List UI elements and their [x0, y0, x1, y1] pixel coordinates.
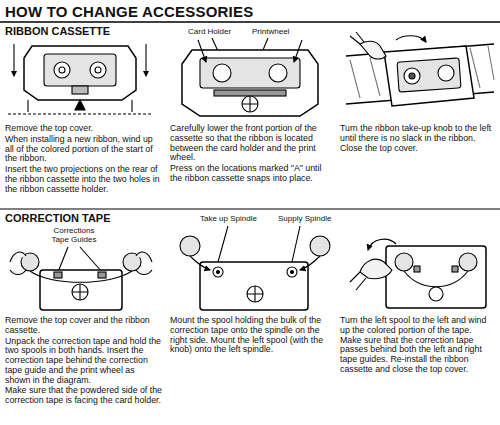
- line-art: [13, 44, 14, 76]
- instruction-text: Turn the left spool to the left and wind…: [340, 316, 495, 375]
- line-art: [438, 65, 454, 81]
- instruction-text: Remove the top cover.: [5, 124, 162, 134]
- line-art: [360, 41, 386, 59]
- line-art: [247, 286, 263, 302]
- line-art: [214, 90, 286, 96]
- line-art: [350, 272, 366, 290]
- line-art: [386, 246, 486, 308]
- line-art: [310, 236, 330, 256]
- line-art: [429, 287, 443, 301]
- line-art: [145, 44, 146, 76]
- line-art: [300, 256, 320, 270]
- line-art: [360, 259, 392, 278]
- line-art: [350, 239, 486, 308]
- line-art: [287, 267, 297, 277]
- line-art: [218, 226, 228, 262]
- line-art: [30, 271, 132, 282]
- line-art: [44, 54, 116, 86]
- line-art: [98, 272, 106, 278]
- line-art: [213, 267, 223, 277]
- line-art: [200, 58, 300, 88]
- line-art: [346, 32, 494, 106]
- line-art: [40, 270, 122, 310]
- line-art: [8, 44, 152, 114]
- part-label: Printwheel: [252, 27, 289, 36]
- line-art: [200, 262, 308, 310]
- part-label: Supply Spindle: [278, 214, 331, 223]
- line-art: [72, 284, 88, 300]
- part-label: Card Holder: [188, 27, 231, 36]
- line-art: [72, 284, 88, 300]
- line-art: [180, 226, 330, 310]
- line-art: [10, 247, 152, 310]
- instruction-text: Unpack the correction tape and hold the …: [5, 337, 162, 386]
- line-art: [8, 113, 152, 114]
- instruction-text: Mount the spool holding the bulk of the …: [170, 316, 332, 355]
- line-art: [409, 73, 415, 79]
- line-art: [58, 247, 68, 272]
- line-art: [182, 50, 318, 116]
- line-art: [217, 271, 220, 274]
- instruction-text: Make sure that the powdered side of the …: [5, 386, 162, 406]
- section-heading: CORRECTION TAPE: [5, 212, 111, 225]
- line-art: [54, 62, 70, 78]
- line-art: [404, 271, 468, 287]
- line-art: [350, 32, 364, 44]
- line-art: [180, 236, 200, 256]
- instruction-text: Turn the ribbon take-up knob to the left…: [340, 124, 495, 153]
- line-art: [414, 266, 420, 272]
- line-art: [396, 36, 426, 42]
- instruction-text: Insert the two projections on the rear o…: [5, 165, 162, 194]
- part-label: Corrections Tape Guides: [44, 226, 104, 244]
- line-art: [0, 208, 500, 209]
- line-art: [213, 64, 231, 82]
- line-art: [28, 100, 132, 112]
- part-label: Take up Spindle: [200, 214, 257, 223]
- line-art: [72, 86, 88, 94]
- line-art: [90, 62, 106, 78]
- line-art: [242, 96, 258, 112]
- line-art: [80, 247, 102, 272]
- line-art: [136, 252, 152, 274]
- section-heading: RIBBON CASSETTE: [5, 25, 110, 38]
- line-art: [294, 40, 302, 62]
- instruction-text: Remove the top cover and the ribbon cass…: [5, 316, 162, 336]
- instruction-text: When installing a new ribbon, wind up al…: [5, 135, 162, 164]
- line-art: [10, 252, 26, 274]
- line-art: [24, 46, 136, 100]
- line-art: [292, 226, 300, 262]
- line-art: [404, 68, 420, 84]
- line-art: [182, 38, 318, 116]
- line-art: [190, 256, 210, 270]
- line-art: [397, 58, 461, 92]
- line-art: [54, 272, 62, 278]
- line-art: [452, 266, 458, 272]
- instruction-text: Carefully lower the front portion of the…: [170, 124, 332, 163]
- line-art: [75, 100, 85, 110]
- line-art: [247, 286, 263, 302]
- instruction-text: Press on the locations marked "A" until …: [170, 164, 332, 184]
- page-title: HOW TO CHANGE ACCESSORIES: [5, 3, 253, 20]
- line-art: [368, 239, 396, 250]
- line-art: [95, 67, 101, 73]
- line-art: [459, 253, 477, 271]
- line-art: [384, 46, 474, 106]
- line-art: [59, 67, 65, 73]
- line-art: [198, 40, 206, 62]
- line-art: [0, 21, 500, 23]
- line-art: [242, 96, 258, 112]
- line-art: [291, 271, 294, 274]
- line-art: [269, 64, 287, 82]
- line-art: [395, 253, 413, 271]
